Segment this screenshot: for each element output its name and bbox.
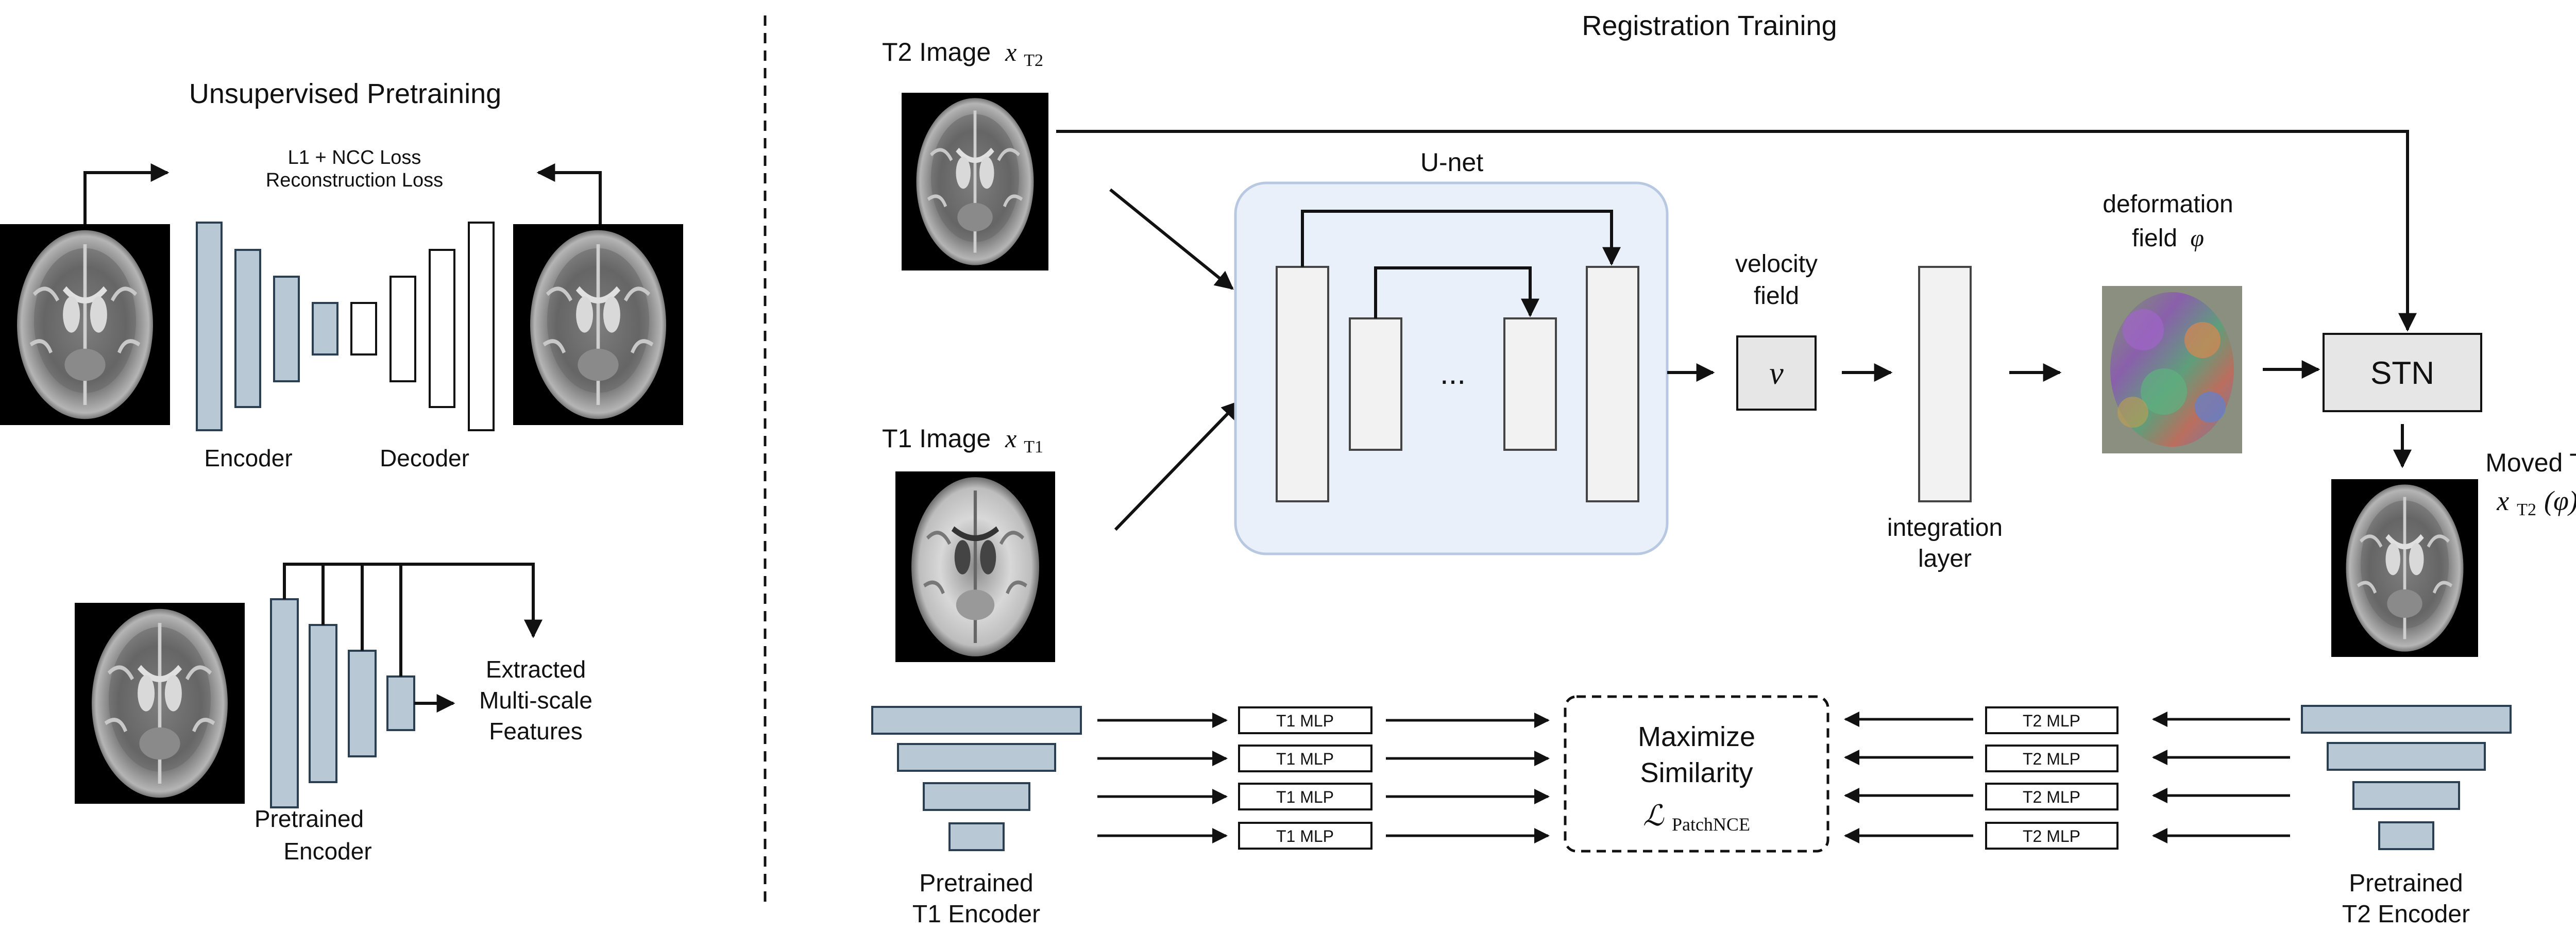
t2-encoder-label-line1: Pretrained xyxy=(2349,870,2463,897)
loss-label-line2: Reconstruction Loss xyxy=(266,170,443,191)
loss-arrow-right xyxy=(536,163,602,224)
features-label-line2: Multi-scale xyxy=(479,687,592,714)
t1-encoder-label-line2: T1 Encoder xyxy=(912,901,1040,928)
unet-skip-inner xyxy=(1374,266,1539,318)
t2-encoder-layer-1 xyxy=(2301,705,2512,734)
t1-image xyxy=(895,471,1055,662)
encoder-layer-2 xyxy=(234,249,261,408)
t1-encoder-layer-4 xyxy=(948,822,1005,851)
t2-encoder-layer-3 xyxy=(2352,781,2460,810)
t2-encoder-layer-4 xyxy=(2378,821,2434,850)
pretraining-title: Unsupervised Pretraining xyxy=(189,78,501,109)
unet-block-1 xyxy=(1276,266,1329,502)
t2-mlp-label-4: T2 MLP xyxy=(2023,827,2080,846)
pretrained-encoder-layer-1 xyxy=(270,598,299,808)
similarity-label-line2: Similarity xyxy=(1640,757,1753,788)
t1-mlp-column xyxy=(1097,706,1550,850)
unet-label: U-net xyxy=(1420,148,1483,177)
t1-image-label: T1 Image x T1 xyxy=(882,424,1043,456)
moved-t2-label-line2: x T2 (φ) xyxy=(2496,485,2576,521)
pretrained-encoder-layer-2 xyxy=(309,624,337,783)
loss-arrow-left xyxy=(83,163,170,224)
pretrained-encoder-layer-3 xyxy=(348,650,377,757)
unet-block-3 xyxy=(1503,317,1557,451)
features-label-line1: Extracted xyxy=(486,656,586,683)
deformation-field-image xyxy=(2102,286,2242,453)
registration-title: Registration Training xyxy=(1582,10,1837,41)
encoder-layer-3 xyxy=(273,276,300,382)
pretrained-input-brain-image xyxy=(75,603,245,804)
integration-label-line1: integration xyxy=(1887,514,2003,542)
velocity-label-line2: field xyxy=(1754,282,1799,310)
integration-label-line2: layer xyxy=(1918,545,1972,572)
t2-image xyxy=(902,93,1048,270)
decoder-layer-1 xyxy=(350,302,377,356)
unet-block-4 xyxy=(1586,266,1639,502)
t2-mlp-label-2: T2 MLP xyxy=(2023,750,2080,768)
velocity-field-box xyxy=(1736,335,1817,411)
unet-container xyxy=(1234,181,1669,555)
t1-encoder-layer-2 xyxy=(897,743,1056,772)
decoder-layer-3 xyxy=(429,249,455,408)
decoder-layer-2 xyxy=(389,276,416,382)
velocity-label-line1: velocity xyxy=(1735,250,1818,278)
t1-encoder-label-line1: Pretrained xyxy=(919,870,1033,897)
encoder-layer-1 xyxy=(196,222,223,431)
feature-extraction-arrows xyxy=(283,563,543,713)
t1-encoder-layer-3 xyxy=(923,782,1030,811)
features-label-line3: Features xyxy=(489,718,583,745)
pretrained-encoder-label-line1: Pretrained xyxy=(255,805,364,832)
unet-ellipsis: ... xyxy=(1440,356,1466,391)
t2-encoder-label-line2: T2 Encoder xyxy=(2342,901,2470,928)
decoder-layer-4 xyxy=(468,222,495,431)
velocity-symbol: v xyxy=(1769,356,1784,391)
unet-block-2 xyxy=(1349,317,1402,451)
t2-image-label: T2 Image x T2 xyxy=(882,38,1043,70)
decoder-label: Decoder xyxy=(380,445,469,471)
reconstructed-brain-image xyxy=(513,224,683,425)
unet-skip-outer xyxy=(1301,210,1621,267)
t2-to-unet-arrow xyxy=(1109,188,1234,290)
deformation-label-line2: field φ xyxy=(2132,225,2204,252)
t1-to-unet-arrow xyxy=(1114,400,1241,531)
t1-mlp-label-2: T1 MLP xyxy=(1276,750,1334,768)
t1-mlp-label-1: T1 MLP xyxy=(1276,712,1334,730)
moved-t2-label-line1: Moved T2 xyxy=(2485,448,2576,477)
input-t2-brain-image xyxy=(0,224,170,425)
loss-label-line1: L1 + NCC Loss xyxy=(288,147,421,168)
t2-to-stn-arrow xyxy=(1056,130,2417,332)
pretrained-encoder-label-line2: Encoder xyxy=(283,838,371,865)
encoder-layer-4 xyxy=(312,302,338,356)
similarity-box xyxy=(1564,695,1829,853)
t1-encoder-layer-1 xyxy=(871,706,1082,735)
encoder-label: Encoder xyxy=(204,445,292,471)
t1-mlp-label-3: T1 MLP xyxy=(1276,788,1334,806)
deformation-label-line1: deformation xyxy=(2103,191,2233,218)
t2-mlp-label-1: T2 MLP xyxy=(2023,712,2080,730)
integration-layer-block xyxy=(1918,266,1972,502)
similarity-label-line1: Maximize xyxy=(1638,721,1755,752)
patchnce-loss-label: ℒ PatchNCE xyxy=(1643,799,1750,835)
t1-mlp-label-4: T1 MLP xyxy=(1276,827,1334,846)
pretrained-encoder-layer-4 xyxy=(386,675,415,731)
moved-t2-image xyxy=(2331,479,2478,657)
t2-mlp-column xyxy=(1844,706,2290,850)
t2-encoder-layer-2 xyxy=(2327,742,2486,771)
t2-mlp-label-3: T2 MLP xyxy=(2023,788,2080,806)
stn-label: STN xyxy=(2370,356,2434,391)
stn-box xyxy=(2323,333,2482,412)
